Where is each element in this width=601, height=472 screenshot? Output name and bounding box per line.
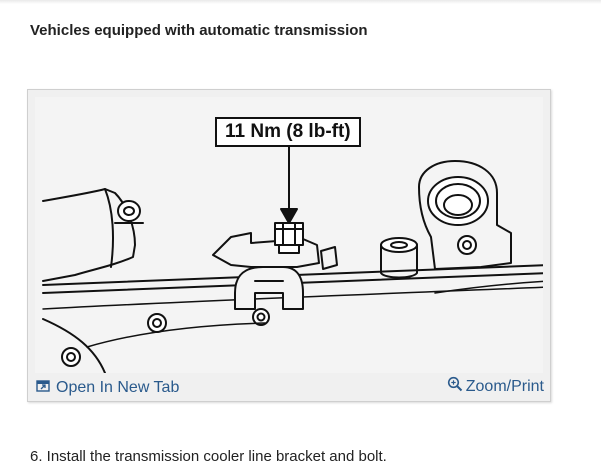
open-in-new-tab-label: Open In New Tab (56, 379, 180, 396)
top-divider (0, 0, 601, 4)
instruction-step: 6. Install the transmission cooler line … (30, 448, 387, 465)
magnifier-icon (447, 376, 463, 397)
figure-image-area[interactable]: 11 Nm (8 lb-ft) (35, 97, 543, 373)
cooler-line-bracket-illustration (42, 146, 543, 373)
figure-toolbar: Open In New Tab Zoom/Print (28, 375, 550, 401)
section-heading: Vehicles equipped with automatic transmi… (30, 22, 368, 39)
open-in-new-tab-link[interactable]: Open In New Tab (36, 379, 179, 397)
open-new-tab-icon (36, 379, 50, 397)
zoom-print-link[interactable]: Zoom/Print (447, 376, 544, 397)
zoom-print-label: Zoom/Print (465, 377, 544, 395)
torque-callout-label: 11 Nm (8 lb-ft) (215, 117, 361, 147)
figure-panel: 11 Nm (8 lb-ft) Open In New Tab (27, 89, 551, 402)
